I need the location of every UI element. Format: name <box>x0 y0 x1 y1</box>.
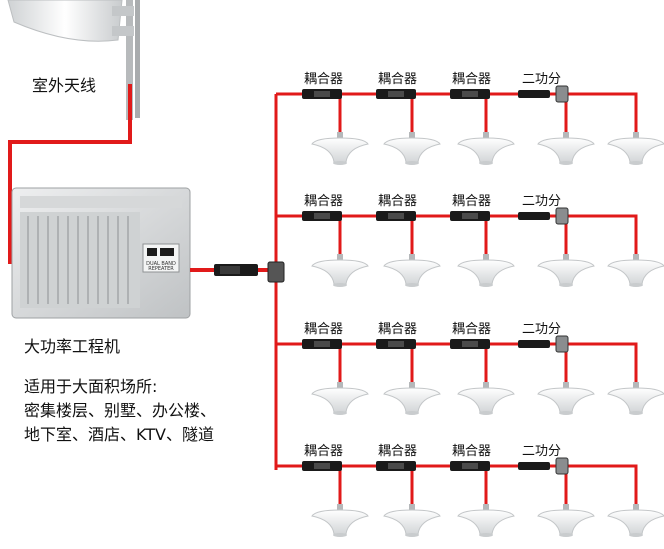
usage-line-2: 地下室、酒店、KTV、隧道 <box>24 425 214 444</box>
coupler-label-plate <box>314 341 330 347</box>
coupler-label-plate <box>388 91 404 97</box>
output-connector <box>214 264 258 276</box>
splitter-label: 二功分 <box>522 72 562 87</box>
usage-line-1: 密集楼层、别墅、办公楼、 <box>24 401 217 420</box>
ceiling-antenna <box>457 254 515 287</box>
coupler-label-plate <box>462 213 478 219</box>
coupler-label-plate <box>462 341 478 347</box>
ceiling-antenna <box>607 132 664 165</box>
ceiling-antenna <box>537 504 595 537</box>
coupler-label: 耦合器 <box>452 322 492 337</box>
ceiling-antenna <box>607 382 664 415</box>
ceiling-antenna <box>383 254 441 287</box>
coupler-label: 耦合器 <box>304 72 344 87</box>
ceiling-antenna <box>537 382 595 415</box>
coupler-label-plate <box>462 91 478 97</box>
coupler-label-plate <box>462 463 478 469</box>
ceiling-antenna <box>311 504 369 537</box>
ceiling-antenna <box>537 132 595 165</box>
coupler-label: 耦合器 <box>304 444 344 459</box>
coupler-label-plate <box>314 213 330 219</box>
branch-cable <box>276 342 638 382</box>
branch-row <box>276 207 664 287</box>
ceiling-antenna <box>311 382 369 415</box>
ceiling-antenna <box>457 132 515 165</box>
main-splitter-connector <box>267 261 285 283</box>
usage-title: 适用于大面积场所: <box>24 377 158 396</box>
coupler-label: 耦合器 <box>304 194 344 209</box>
repeater-unit: DUAL BAND REPEATER <box>11 187 191 319</box>
splitter-cable-connector <box>518 462 550 470</box>
coupler-label-plate <box>388 341 404 347</box>
splitter-cable-connector <box>518 90 550 98</box>
coupler-label: 耦合器 <box>452 194 492 209</box>
coupler-label-plate <box>314 463 330 469</box>
ceiling-antenna <box>537 254 595 287</box>
usage-note: 适用于大面积场所: 密集楼层、别墅、办公楼、 地下室、酒店、KTV、隧道 <box>24 375 216 447</box>
outdoor-antenna <box>7 0 140 120</box>
ceiling-antenna <box>383 382 441 415</box>
label-outdoor-antenna: 室外天线 <box>32 76 97 95</box>
ceiling-antenna <box>607 254 664 287</box>
label-repeater: 大功率工程机 <box>24 337 121 356</box>
coupler-label: 耦合器 <box>378 322 418 337</box>
ceiling-antenna <box>311 132 369 165</box>
panel-model: REPEATER <box>148 266 174 272</box>
coupler-label-plate <box>388 213 404 219</box>
branch-cable <box>276 464 638 504</box>
ceiling-antenna <box>311 254 369 287</box>
coupler-label: 耦合器 <box>304 322 344 337</box>
ceiling-antenna <box>457 504 515 537</box>
splitter-cable-connector <box>518 212 550 220</box>
splitter-body <box>555 335 569 353</box>
branch-cable <box>276 214 638 254</box>
coupler-label: 耦合器 <box>378 72 418 87</box>
ceiling-antenna <box>607 504 664 537</box>
splitter-label: 二功分 <box>522 194 562 209</box>
branch-row <box>276 85 664 165</box>
panel-brand: DUAL BAND <box>146 261 176 267</box>
branch-rows <box>276 85 664 537</box>
branch-row <box>276 335 664 415</box>
splitter-body <box>555 85 569 103</box>
splitter-body <box>555 457 569 475</box>
coupler-label-plate <box>314 91 330 97</box>
coupler-label: 耦合器 <box>452 444 492 459</box>
ceiling-antenna <box>383 132 441 165</box>
coupler-label: 耦合器 <box>452 72 492 87</box>
splitter-label: 二功分 <box>522 444 562 459</box>
splitter-cable-connector <box>518 340 550 348</box>
coupler-label-plate <box>388 463 404 469</box>
coupler-label: 耦合器 <box>378 194 418 209</box>
ceiling-antenna <box>383 504 441 537</box>
branch-row <box>276 457 664 537</box>
splitter-label: 二功分 <box>522 322 562 337</box>
coupler-label: 耦合器 <box>378 444 418 459</box>
splitter-body <box>555 207 569 225</box>
ceiling-antenna <box>457 382 515 415</box>
branch-cable <box>276 92 638 132</box>
